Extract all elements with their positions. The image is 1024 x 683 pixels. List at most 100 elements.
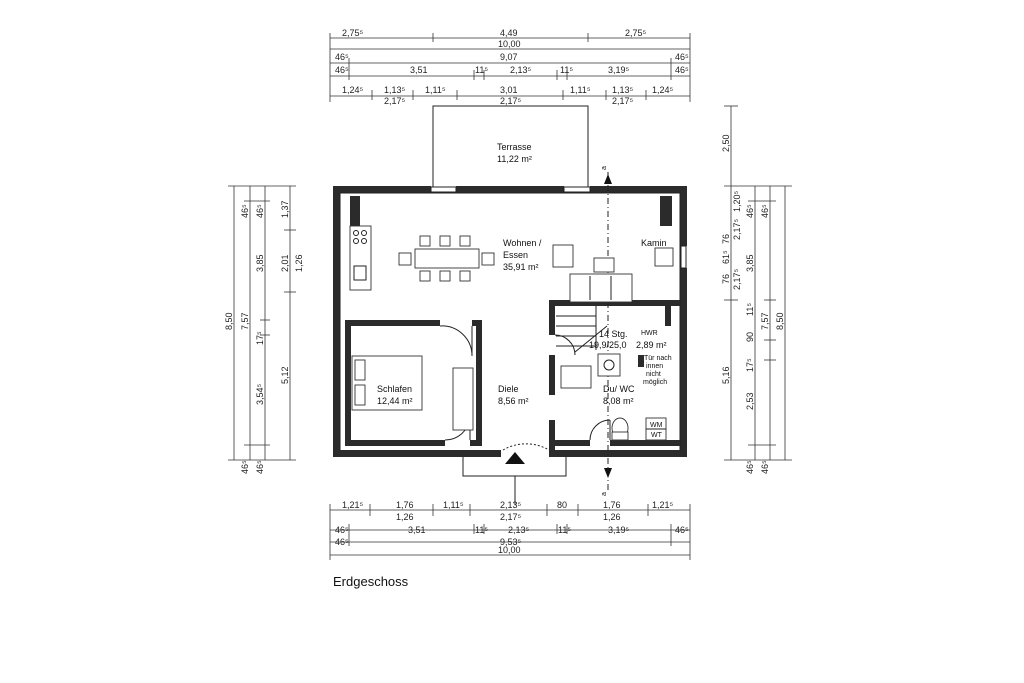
- door-note-3: nicht: [646, 371, 661, 378]
- dryer-label: WT: [651, 432, 663, 439]
- dim-right-n2: 61⁵: [721, 250, 731, 264]
- dim-right-n3: 76: [721, 274, 731, 284]
- dim-left-inner: 7,57: [240, 312, 250, 330]
- dim-left-b1: 46⁵: [255, 204, 265, 218]
- stairs: [556, 306, 608, 353]
- dim-left-outer: 8,50: [224, 312, 234, 330]
- dim-bottom-r2-7: 46⁵: [675, 525, 689, 535]
- dim-right-a6: 2,53: [745, 392, 755, 410]
- dim-top-r3-2: 9,07: [500, 52, 518, 62]
- dim-bottom-r1-6: 1,76: [603, 500, 621, 510]
- section-line: a a: [601, 166, 612, 496]
- hall-area: 8,56 m²: [498, 396, 529, 406]
- dim-top-r4-1: 46⁵: [335, 65, 349, 75]
- dim-bottom-r1b-2: 2,17⁵: [500, 512, 522, 522]
- dim-left-b3: 2,01: [280, 254, 290, 272]
- furniture: [349, 225, 674, 441]
- terrace-label: Terrasse: [497, 142, 532, 152]
- dim-top-3: 2,75⁵: [625, 28, 647, 38]
- dim-left-a4: 3,54⁵: [255, 383, 265, 405]
- dim-bottom-r2-2: 3,51: [408, 525, 426, 535]
- dim-right-m2: 5,16: [721, 366, 731, 384]
- dim-right-a5: 17⁵: [745, 358, 755, 372]
- dim-left-b4: 1,26: [294, 254, 304, 272]
- living-label-2: Essen: [503, 250, 528, 260]
- dim-right-m1: 2,50: [721, 134, 731, 152]
- dim-left-a1: 46⁵: [240, 204, 250, 218]
- terrace-area: 11,22 m²: [497, 154, 532, 164]
- dim-right-a7: 46⁵: [745, 460, 755, 474]
- dim-top-r5b-1: 2,17⁵: [384, 96, 406, 106]
- dim-bottom-r3-2: 9,53⁵: [500, 537, 522, 547]
- dim-top-r4-3: 11⁵: [475, 65, 488, 75]
- dim-top-r5-7: 1,24⁵: [652, 85, 674, 95]
- dim-top-total: 10,00: [498, 39, 521, 49]
- bottom-dimensions: 1,21⁵ 1,76 1,11⁵ 2,13⁵ 80 1,76 1,21⁵ 1,2…: [329, 500, 691, 560]
- washer-label: WM: [650, 422, 663, 429]
- dim-top-1: 2,75⁵: [342, 28, 364, 38]
- dim-top-2: 4,49: [500, 28, 518, 38]
- bedroom-label: Schlafen: [377, 384, 412, 394]
- door-note-2: innen: [646, 363, 663, 370]
- dim-bottom-r1-7: 1,21⁵: [652, 500, 674, 510]
- section-mark-top: a: [601, 166, 608, 170]
- entrance: [439, 325, 611, 505]
- dim-left-a3: 17⁵: [255, 331, 265, 345]
- dim-left-b6: 46⁵: [255, 460, 265, 474]
- dim-bottom-r3-1: 46⁵: [335, 537, 349, 547]
- dim-top-r5b-3: 2,17⁵: [612, 96, 634, 106]
- dim-top-r5-3: 1,11⁵: [425, 85, 446, 95]
- dim-bottom-r2-4: 2,13⁵: [508, 525, 530, 535]
- dim-right-a4: 90: [745, 332, 755, 342]
- living-area: 35,91 m²: [503, 262, 539, 272]
- bedroom-area: 12,44 m²: [377, 396, 413, 406]
- outer-walls: [333, 186, 687, 457]
- dim-right-a3: 11⁵: [745, 303, 755, 316]
- dim-top-r4-6: 3,19⁵: [608, 65, 630, 75]
- top-dimensions: 2,75⁵ 4,49 2,75⁵ 10,00 46⁵ 9,07 46⁵ 46⁵ …: [329, 28, 691, 106]
- dim-top-r3-3: 46⁵: [675, 52, 689, 62]
- door-note-1: Tür nach: [644, 355, 672, 362]
- section-mark-bottom: a: [601, 492, 608, 496]
- bath-area: 8,08 m²: [603, 396, 634, 406]
- dim-bottom-r1b-3: 1,26: [603, 512, 621, 522]
- terrace: Terrasse 11,22 m²: [432, 105, 589, 187]
- dim-bottom-total: 10,00: [498, 545, 521, 555]
- dim-left-b2: 1,37: [280, 200, 290, 218]
- dim-top-r5-6: 1,13⁵: [612, 85, 634, 95]
- left-dimensions: 8,50 7,57 46⁵ 3,85 17⁵ 3,54⁵ 46⁵ 46⁵ 1,3…: [224, 185, 304, 474]
- dim-right-b1: 46⁵: [760, 204, 770, 218]
- dim-right-a2: 3,85: [745, 254, 755, 272]
- fireplace-label: Kamin: [641, 238, 667, 248]
- dim-bottom-r1-5: 80: [557, 500, 567, 510]
- dim-right-outer: 8,50: [775, 312, 785, 330]
- dim-bottom-r2-6: 3,19⁵: [608, 525, 630, 535]
- dim-left-b5: 5,12: [280, 366, 290, 384]
- dim-right-inner: 7,57: [760, 312, 770, 330]
- dim-top-r4-2: 3,51: [410, 65, 428, 75]
- dim-top-r5-2: 1,13⁵: [384, 85, 406, 95]
- dim-right-a1: 46⁵: [745, 204, 755, 218]
- dim-top-r3-1: 46⁵: [335, 52, 349, 62]
- dim-right-n1: 76: [721, 234, 731, 244]
- bath-label: Du/ WC: [603, 384, 635, 394]
- dim-bottom-r1-2: 1,76: [396, 500, 414, 510]
- dim-top-r5b-2: 2,17⁵: [500, 96, 522, 106]
- dim-top-r4-4: 2,13⁵: [510, 65, 532, 75]
- dim-top-r4-5: 11⁵: [560, 65, 573, 75]
- dim-left-a5: 46⁵: [240, 460, 250, 474]
- dim-bottom-r1-1: 1,21⁵: [342, 500, 364, 510]
- utility-area: 2,89 m²: [636, 340, 667, 350]
- door-note-4: möglich: [643, 379, 667, 386]
- dim-bottom-r2-1: 46⁵: [335, 525, 349, 535]
- dim-top-r5-4: 3,01: [500, 85, 518, 95]
- right-dimensions: 2,50 5,16 76 61⁵ 76 2,17⁵ 2,17⁵ 1,20⁵ 46…: [721, 105, 792, 474]
- dim-right-n5: 2,17⁵: [732, 268, 742, 290]
- dim-right-n4: 2,17⁵: [732, 218, 742, 240]
- dim-bottom-r1b-1: 1,26: [396, 512, 414, 522]
- stair-label: 14 Stg.: [599, 329, 628, 339]
- stair-ratio: 19,9/25,0: [589, 340, 627, 350]
- dim-top-r5-1: 1,24⁵: [342, 85, 364, 95]
- dim-top-r4-7: 46⁵: [675, 65, 689, 75]
